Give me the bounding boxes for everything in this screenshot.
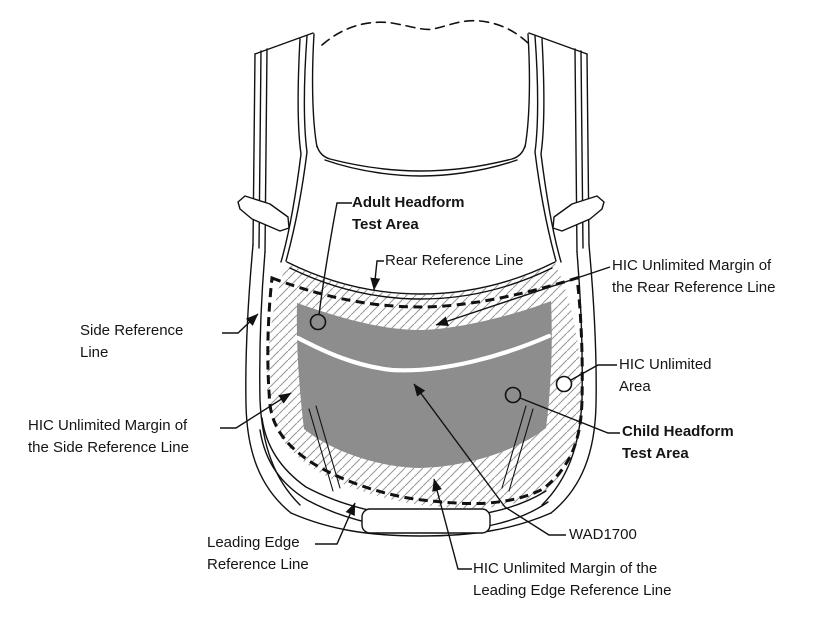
wad1700-line xyxy=(295,333,552,373)
vehicle-body-outline xyxy=(237,19,605,537)
leader-side-reference xyxy=(222,313,259,334)
leader-leading-edge xyxy=(315,502,356,545)
label-side-reference-line: Side Reference Line xyxy=(80,322,184,361)
body-top-edge-right xyxy=(528,32,588,55)
windshield-outline xyxy=(311,33,531,177)
body-top-edge-left xyxy=(254,32,314,55)
left-side-mirror xyxy=(237,195,290,232)
a-pillar-right xyxy=(534,35,562,263)
leader-hic-margin-side xyxy=(220,392,292,429)
a-pillar-left xyxy=(280,35,308,263)
leader-child-headform xyxy=(519,397,620,434)
label-hic-unlimited-area: HIC Unlimited Area xyxy=(619,356,712,395)
label-wad1700: WAD1700 xyxy=(569,526,637,543)
bonnet-rear-edge xyxy=(286,261,556,300)
label-adult-headform-test-area: Adult Headform Test Area xyxy=(352,194,465,233)
front-grille xyxy=(361,508,491,534)
label-hic-margin-leading-edge: HIC Unlimited Margin of the Leading Edge… xyxy=(473,560,672,599)
leader-adult-headform xyxy=(318,202,352,316)
hood-edge-left xyxy=(259,251,301,506)
leader-hic-margin-rear xyxy=(435,266,611,326)
adult-test-area-marker-circle xyxy=(309,313,327,331)
label-leading-edge-reference-line: Leading Edge Reference Line xyxy=(207,534,309,573)
right-side-mirror xyxy=(552,195,605,232)
fender-left xyxy=(245,244,292,514)
label-hic-margin-side: HIC Unlimited Margin of the Side Referen… xyxy=(28,417,189,456)
reference-lines-dashed-outline xyxy=(266,275,584,506)
label-hic-margin-rear: HIC Unlimited Margin of the Rear Referen… xyxy=(612,257,776,296)
leader-wad1700 xyxy=(413,383,566,536)
label-child-headform-test-area: Child Headform Test Area xyxy=(622,423,734,462)
roof-cutoff-line xyxy=(321,19,529,46)
label-rear-reference-line: Rear Reference Line xyxy=(385,252,524,269)
leader-hic-unlimited-area xyxy=(570,364,617,381)
leader-hic-margin-leading-edge xyxy=(432,478,472,570)
leader-rear-reference xyxy=(370,260,384,291)
child-test-area-marker-circle xyxy=(504,386,522,404)
fender-right xyxy=(550,244,597,514)
hic-unlimited-area-marker-circle xyxy=(555,375,573,393)
